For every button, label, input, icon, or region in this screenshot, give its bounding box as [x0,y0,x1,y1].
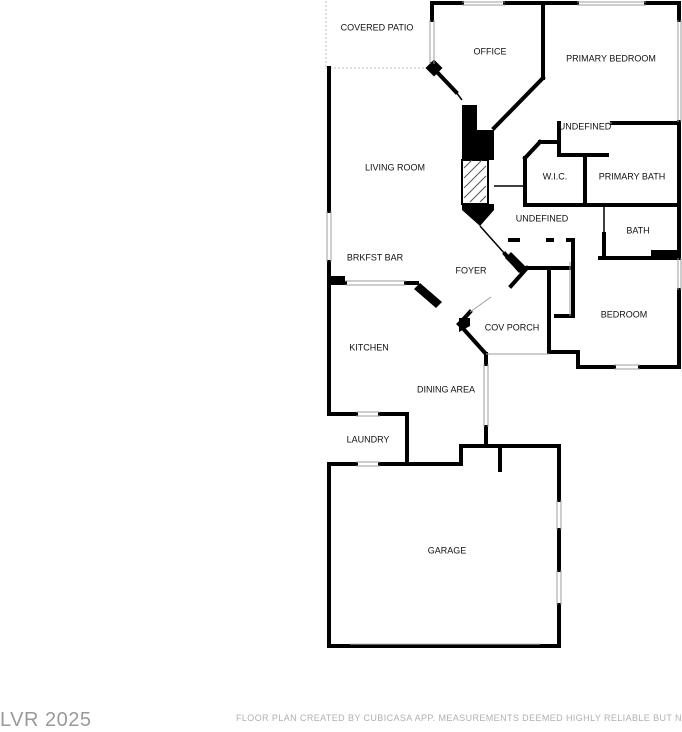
label-undefined-closet: UNDEFINED [559,121,612,131]
label-bedroom: BEDROOM [601,309,648,319]
label-dining-area: DINING AREA [417,384,475,394]
windows [326,1,682,605]
label-laundry: LAUNDRY [347,434,390,444]
interior-lines [455,91,605,255]
label-cov-porch: COV PORCH [485,322,540,332]
covered-patio-outline [325,1,432,69]
disclaimer: FLOOR PLAN CREATED BY CUBICASA APP. MEAS… [236,713,682,723]
label-covered-patio: COVERED PATIO [341,22,414,32]
label-wic: W.I.C. [543,171,568,181]
label-garage: GARAGE [428,545,467,555]
fireplace [329,59,679,332]
label-brkfst-bar: BRKFST BAR [347,252,404,262]
watermark: LVR 2025 [0,709,92,731]
label-office: OFFICE [474,46,507,56]
label-foyer: FOYER [455,265,487,275]
label-kitchen: KITCHEN [349,342,389,352]
label-undefined-hall: UNDEFINED [516,213,569,223]
label-primary-bedroom: PRIMARY BEDROOM [566,53,656,63]
label-primary-bath: PRIMARY BATH [599,171,666,181]
label-bath: BATH [626,225,649,235]
room-labels: COVERED PATIO OFFICE PRIMARY BEDROOM UND… [341,22,666,555]
walls [327,1,681,648]
label-living-room: LIVING ROOM [365,162,425,172]
